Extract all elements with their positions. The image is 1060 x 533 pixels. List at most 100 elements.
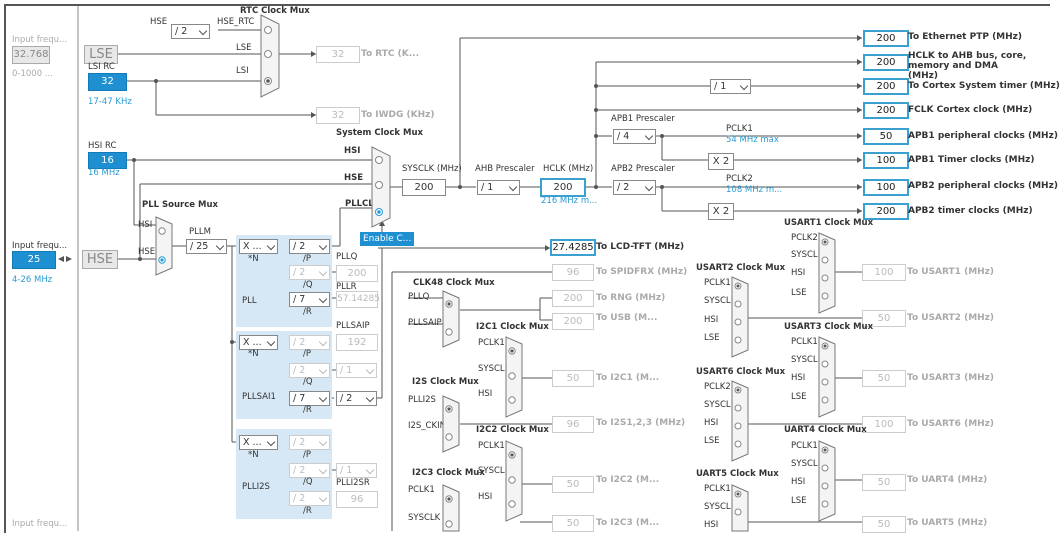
pllm-select[interactable]: / 25 xyxy=(186,239,227,254)
input-freq-field-1[interactable]: 32.768 xyxy=(12,46,50,64)
apb1-peripheral-label: APB1 peripheral clocks (MHz) xyxy=(908,131,1058,141)
pllsai1-n-select[interactable]: X ... xyxy=(239,335,278,350)
pllsai1-divr-select[interactable]: / 2 xyxy=(336,391,377,406)
lse-block[interactable]: LSE xyxy=(84,45,118,64)
i2s-output-label: To I2S1,2,3 (MHz) xyxy=(596,418,686,428)
usart3-sysclk-label: SYSCLK xyxy=(791,355,824,365)
sysclk-value[interactable]: 200 xyxy=(402,179,446,196)
pllsai1-q-label: /Q xyxy=(303,377,313,387)
pllsai1-q-select[interactable]: / 2 xyxy=(289,363,330,378)
clk48-mux[interactable] xyxy=(442,290,460,348)
pllsrc-hsi-label: HSI xyxy=(138,220,153,230)
apb2-timer-label: APB2 timer clocks (MHz) xyxy=(908,206,1033,216)
pllq-value: 200 xyxy=(336,265,378,282)
usart2-hsi-label: HSI xyxy=(704,315,719,325)
pllsai1-divq-select[interactable]: / 1 xyxy=(336,363,377,378)
lsi-block[interactable]: 32 xyxy=(88,73,127,91)
usart6-mux[interactable] xyxy=(731,380,749,462)
usart1-sysclk-label: SYSCLK xyxy=(791,250,824,260)
hse-block[interactable]: HSE xyxy=(82,250,118,269)
pll-r-select[interactable]: / 7 xyxy=(289,292,330,307)
pllsai1-n-label: *N xyxy=(248,349,259,359)
uart4-hsi-label: HSI xyxy=(791,477,806,487)
i2s-mux[interactable] xyxy=(442,395,460,453)
usart1-pclk2-label: PCLK2 xyxy=(791,233,818,243)
cortex-timer-divider[interactable]: / 1 xyxy=(710,79,751,94)
usart6-hsi-label: HSI xyxy=(704,418,719,428)
plli2s-n-select[interactable]: X ... xyxy=(239,435,278,450)
apb1-timer-multiplier: X 2 xyxy=(708,153,734,170)
rtc-lsi-label: LSI xyxy=(236,66,249,76)
plli2s-r-select[interactable]: / 2 xyxy=(289,491,330,506)
hclk-value[interactable]: 200 xyxy=(540,178,586,197)
pll-source-mux[interactable] xyxy=(155,216,173,276)
pllm-label: PLLM xyxy=(189,227,211,237)
rtc-mux[interactable] xyxy=(260,14,280,98)
pll-p-select[interactable]: / 2 xyxy=(289,239,330,254)
apb2-timer-value[interactable]: 200 xyxy=(863,203,909,220)
ethernet-ptp-value[interactable]: 200 xyxy=(863,30,909,47)
usart2-sysclk-label: SYSCLK xyxy=(704,296,737,306)
rtc-lse-label: LSE xyxy=(236,43,252,53)
usart6-mux-title: USART6 Clock Mux xyxy=(696,367,786,377)
uart5-mux[interactable] xyxy=(731,484,749,532)
pll-n-select[interactable]: X ... xyxy=(239,239,278,254)
pllsaip-value: 192 xyxy=(336,334,378,351)
rtc-hse-divider[interactable]: / 2 xyxy=(171,24,210,39)
input-freq-range-1: 0-1000 ... xyxy=(12,69,53,79)
plli2s-p-select[interactable]: / 2 xyxy=(289,435,330,450)
lcd-tft-value[interactable]: 27.4285 xyxy=(550,239,596,256)
fclk-value[interactable]: 200 xyxy=(863,102,909,119)
pllr-label: PLLR xyxy=(336,282,357,292)
plli2s-n-label: *N xyxy=(248,450,259,460)
pllsai1-r-select[interactable]: / 7 xyxy=(289,391,330,406)
apb2-prescaler-label: APB2 Prescaler xyxy=(611,164,675,174)
ahb-prescaler-label: AHB Prescaler xyxy=(475,164,535,174)
apb1-prescaler-select[interactable]: / 4 xyxy=(613,129,656,144)
plli2s-divq-select[interactable]: / 1 xyxy=(336,463,377,478)
clk48-pllq-label: PLLQ xyxy=(408,292,430,302)
usart3-mux[interactable] xyxy=(818,336,836,418)
usart2-output-label: To USART2 (MHz) xyxy=(907,313,995,323)
rtc-output-value: 32 xyxy=(316,46,360,63)
usart6-pclk2-label: PCLK2 xyxy=(704,382,731,392)
cortex-timer-value[interactable]: 200 xyxy=(863,78,909,95)
i2c1-mux-title: I2C1 Clock Mux xyxy=(476,322,549,332)
clk48-pllsaip-label: PLLSAIP xyxy=(408,318,442,328)
pllq-label: PLLQ xyxy=(336,252,358,262)
i2c3-mux[interactable] xyxy=(442,484,460,532)
pllsai1-label: PLLSAI1 xyxy=(242,392,276,402)
apb1-timer-label: APB1 Timer clocks (MHz) xyxy=(908,155,1035,165)
pllsai1-p-select[interactable]: / 2 xyxy=(289,335,330,350)
usart2-mux[interactable] xyxy=(731,276,749,358)
usart3-lse-label: LSE xyxy=(791,392,807,402)
usart3-hsi-label: HSI xyxy=(791,373,806,383)
i2c1-mux[interactable] xyxy=(505,336,523,418)
apb1-timer-value[interactable]: 100 xyxy=(863,152,909,169)
i2c2-mux[interactable] xyxy=(505,440,523,522)
enable-css-button[interactable]: Enable C... xyxy=(360,232,415,246)
clk48-mux-title: CLK48 Clock Mux xyxy=(413,278,495,288)
hsi-block[interactable]: 16 xyxy=(88,152,127,169)
pll-q-select[interactable]: / 2 xyxy=(289,265,330,280)
i2c2-value: 50 xyxy=(552,476,594,493)
uart4-pclk1-label: PCLK1 xyxy=(791,441,818,451)
rtc-hse-rtc-label: HSE_RTC xyxy=(217,17,255,27)
hclk-bus-value[interactable]: 200 xyxy=(863,54,909,71)
apb2-peripheral-value[interactable]: 100 xyxy=(863,179,909,196)
ahb-prescaler-select[interactable]: / 1 xyxy=(477,180,520,195)
uart4-mux[interactable] xyxy=(818,440,836,522)
apb1-prescaler-label: APB1 Prescaler xyxy=(611,114,675,124)
apb2-prescaler-select[interactable]: / 2 xyxy=(613,180,656,195)
pllsai1-r-label: /R xyxy=(303,405,312,415)
sysmux-pllclk-label: PLLCLK xyxy=(345,199,381,209)
plli2s-q-select[interactable]: / 2 xyxy=(289,463,330,478)
plli2s-p-label: /P xyxy=(303,450,311,460)
hsi-label: HSI RC xyxy=(88,141,117,151)
usart1-mux[interactable] xyxy=(818,232,836,314)
apb1-peripheral-value[interactable]: 50 xyxy=(863,128,909,145)
ethernet-ptp-label: To Ethernet PTP (MHz) xyxy=(908,32,1023,42)
input-freq-field-2[interactable]: 25 xyxy=(12,251,56,269)
system-clock-mux[interactable] xyxy=(371,146,391,228)
